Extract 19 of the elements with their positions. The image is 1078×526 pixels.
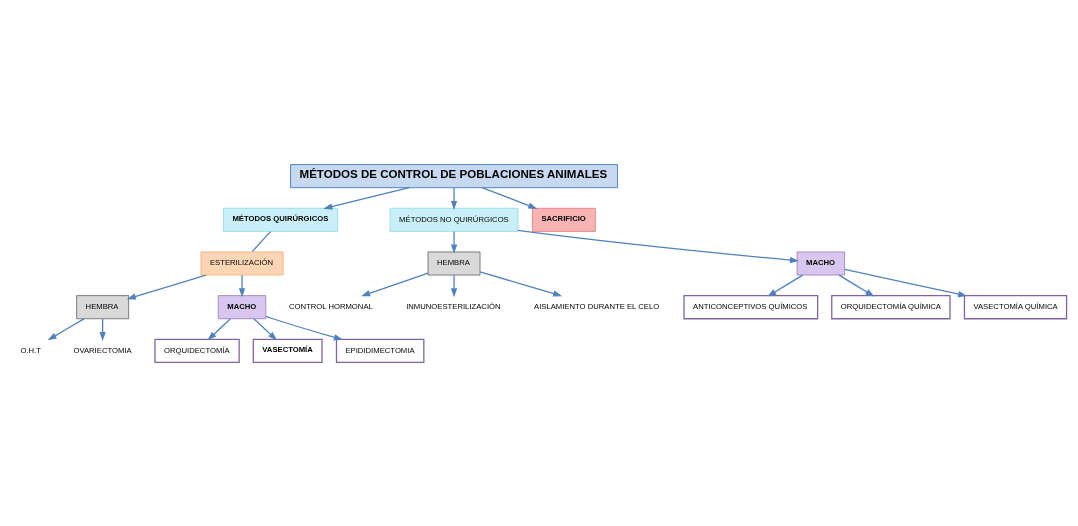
- arrow: [482, 186, 538, 209]
- arrow: [450, 230, 458, 254]
- arrow: [238, 274, 246, 297]
- arrow: [450, 274, 458, 297]
- arrow: [361, 272, 429, 296]
- node-box: MÉTODOS DE CONTROL DE POBLACIONES ANIMALES: [290, 163, 618, 188]
- arrow: [517, 229, 799, 263]
- arrow: [47, 317, 85, 340]
- arrow: [253, 317, 277, 340]
- arrow: [767, 274, 804, 297]
- arrow: [838, 274, 875, 297]
- arrow: [265, 315, 343, 340]
- arrow: [479, 270, 563, 297]
- arrow: [844, 268, 968, 297]
- arrow: [207, 317, 231, 340]
- connector: [251, 230, 272, 252]
- arrow: [126, 273, 207, 300]
- arrow: [450, 186, 458, 210]
- arrow: [323, 186, 410, 210]
